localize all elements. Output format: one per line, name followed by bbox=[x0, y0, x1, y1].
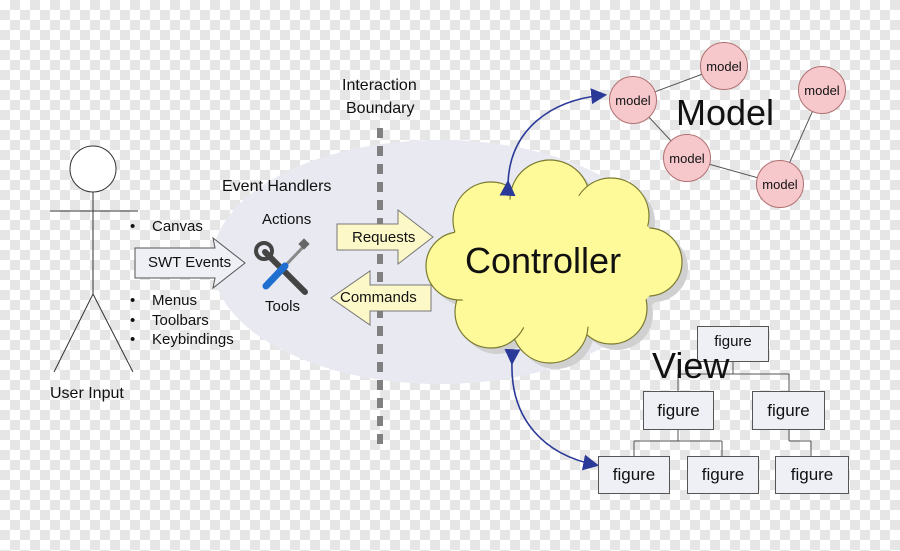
controller-model-connector bbox=[499, 88, 608, 197]
model-node: model bbox=[700, 42, 748, 90]
swt-events-label: SWT Events bbox=[148, 254, 232, 271]
model-node: model bbox=[798, 66, 846, 114]
view-figure: figure bbox=[598, 456, 670, 494]
canvas-label: Canvas bbox=[130, 218, 203, 235]
boundary-label-line1: Interaction bbox=[342, 77, 417, 94]
view-figure: figure bbox=[643, 391, 714, 430]
keybindings-label: Keybindings bbox=[130, 331, 234, 348]
user-input-label: User Input bbox=[50, 385, 124, 402]
view-figure-root: figure bbox=[697, 326, 769, 362]
event-handlers-title: Event Handlers bbox=[222, 178, 332, 195]
requests-arrow bbox=[336, 208, 434, 266]
controller-label: Controller bbox=[465, 240, 622, 281]
user-stick-figure bbox=[50, 145, 138, 373]
model-node: model bbox=[756, 160, 804, 208]
controller-view-connector bbox=[504, 348, 600, 471]
model-node: model bbox=[609, 76, 657, 124]
actions-label: Actions bbox=[262, 211, 312, 228]
controller-cloud-core bbox=[444, 194, 664, 330]
model-title: Model bbox=[676, 92, 775, 133]
swt-events-arrow bbox=[134, 236, 246, 290]
toolbars-label: Toolbars bbox=[130, 312, 209, 329]
commands-arrow bbox=[330, 270, 432, 326]
view-figure: figure bbox=[775, 456, 849, 494]
menus-label: Menus bbox=[130, 292, 197, 309]
commands-label: Commands bbox=[340, 289, 417, 306]
view-title: View bbox=[652, 345, 730, 386]
view-figure: figure bbox=[752, 391, 825, 430]
view-tree-connections bbox=[633, 362, 812, 456]
boundary-label-line2: Boundary bbox=[346, 100, 415, 117]
requests-label: Requests bbox=[352, 229, 416, 246]
model-node: model bbox=[663, 134, 711, 182]
tools-label: Tools bbox=[265, 298, 301, 315]
wrench-screwdriver-icon bbox=[254, 238, 310, 295]
view-figure: figure bbox=[687, 456, 759, 494]
